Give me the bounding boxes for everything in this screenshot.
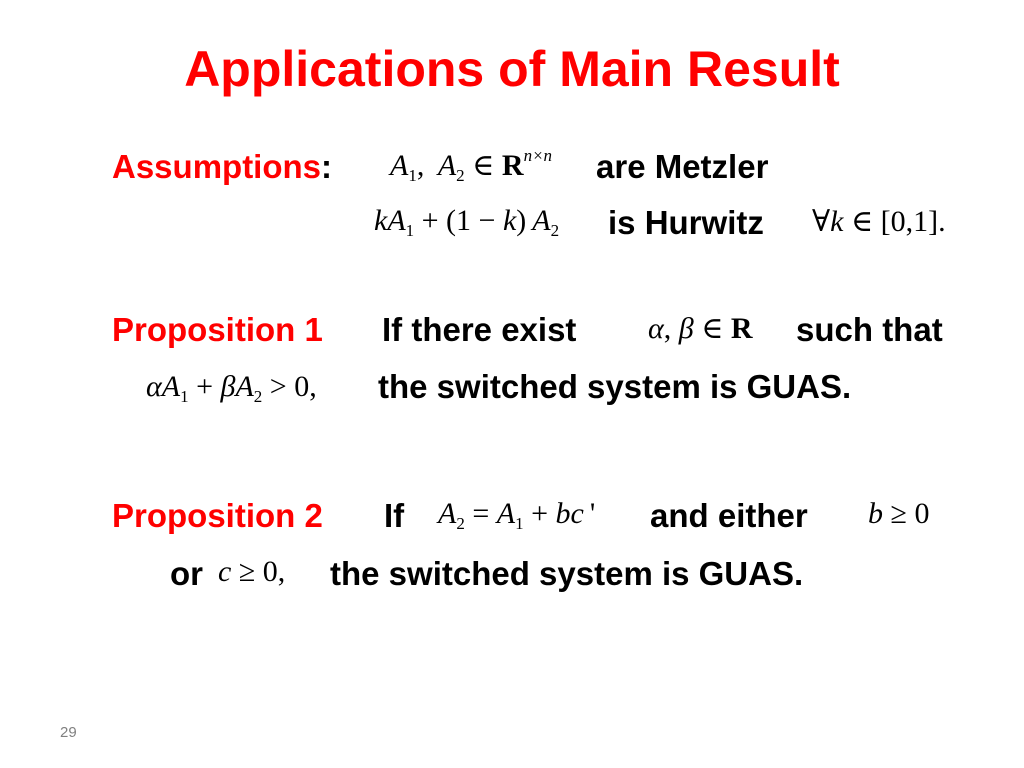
assumptions-label: Assumptions bbox=[112, 148, 322, 185]
formula-convex-combination: kA1 + (1 − k) A2 bbox=[374, 204, 560, 240]
proposition2-heading: Proposition 2 bbox=[112, 497, 323, 535]
formula-c-nonnegative: c ≥ 0, bbox=[218, 555, 286, 588]
formula-a2-equals-a1-plus-bc: A2 = A1 + bc ' bbox=[438, 497, 596, 533]
proposition2-text-or: or bbox=[170, 555, 203, 592]
formula-alpha-beta-in-r: α, β ∈ R bbox=[648, 312, 753, 345]
proposition1-conclusion: the switched system is GUAS. bbox=[378, 368, 852, 405]
proposition1-heading: Proposition 1 bbox=[112, 311, 323, 349]
assumptions-metzler-text: are Metzler bbox=[596, 148, 769, 185]
formula-b-nonnegative: b ≥ 0 bbox=[868, 497, 930, 530]
assumptions-hurwitz-text: is Hurwitz bbox=[608, 204, 764, 241]
slide-number: 29 bbox=[60, 724, 77, 741]
proposition1-label: Proposition 1 bbox=[112, 311, 323, 348]
assumptions-heading: Assumptions: bbox=[112, 148, 332, 186]
proposition1-text-such-that: such that bbox=[796, 311, 943, 348]
formula-for-all-k: ∀k ∈ [0,1]. bbox=[812, 205, 946, 238]
proposition2-text-if: If bbox=[384, 497, 405, 534]
formula-alpha-a1-beta-a2: αA1 + βA2 > 0, bbox=[146, 370, 317, 406]
assumptions-colon: : bbox=[321, 148, 333, 185]
slide-title: Applications of Main Result bbox=[184, 41, 840, 97]
proposition1-text-if: If there exist bbox=[382, 311, 577, 348]
proposition2-label: Proposition 2 bbox=[112, 497, 323, 534]
formula-a1-a2-in-rnxn: A1, A2 ∈ Rn×n bbox=[390, 146, 553, 185]
proposition2-text-and-either: and either bbox=[650, 497, 808, 534]
proposition2-conclusion: the switched system is GUAS. bbox=[330, 555, 804, 592]
